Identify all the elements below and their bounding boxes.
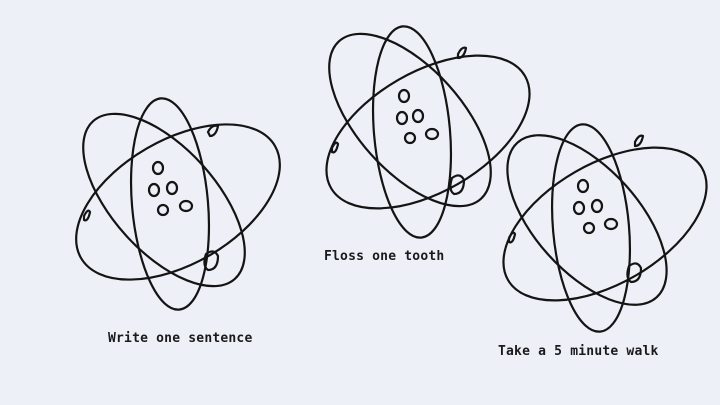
atom-sketch-icon — [495, 112, 720, 342]
atom-drawing — [325, 25, 531, 239]
habit-caption-walk: Take a 5 minute walk — [498, 344, 659, 359]
habit-caption-write: Write one sentence — [108, 331, 253, 346]
atom-sketch-icon — [68, 92, 298, 322]
habit-caption-floss: Floss one tooth — [324, 249, 445, 264]
atom-drawing — [502, 123, 708, 333]
atom-sketch-icon — [316, 14, 546, 244]
atom-drawing — [75, 97, 281, 311]
